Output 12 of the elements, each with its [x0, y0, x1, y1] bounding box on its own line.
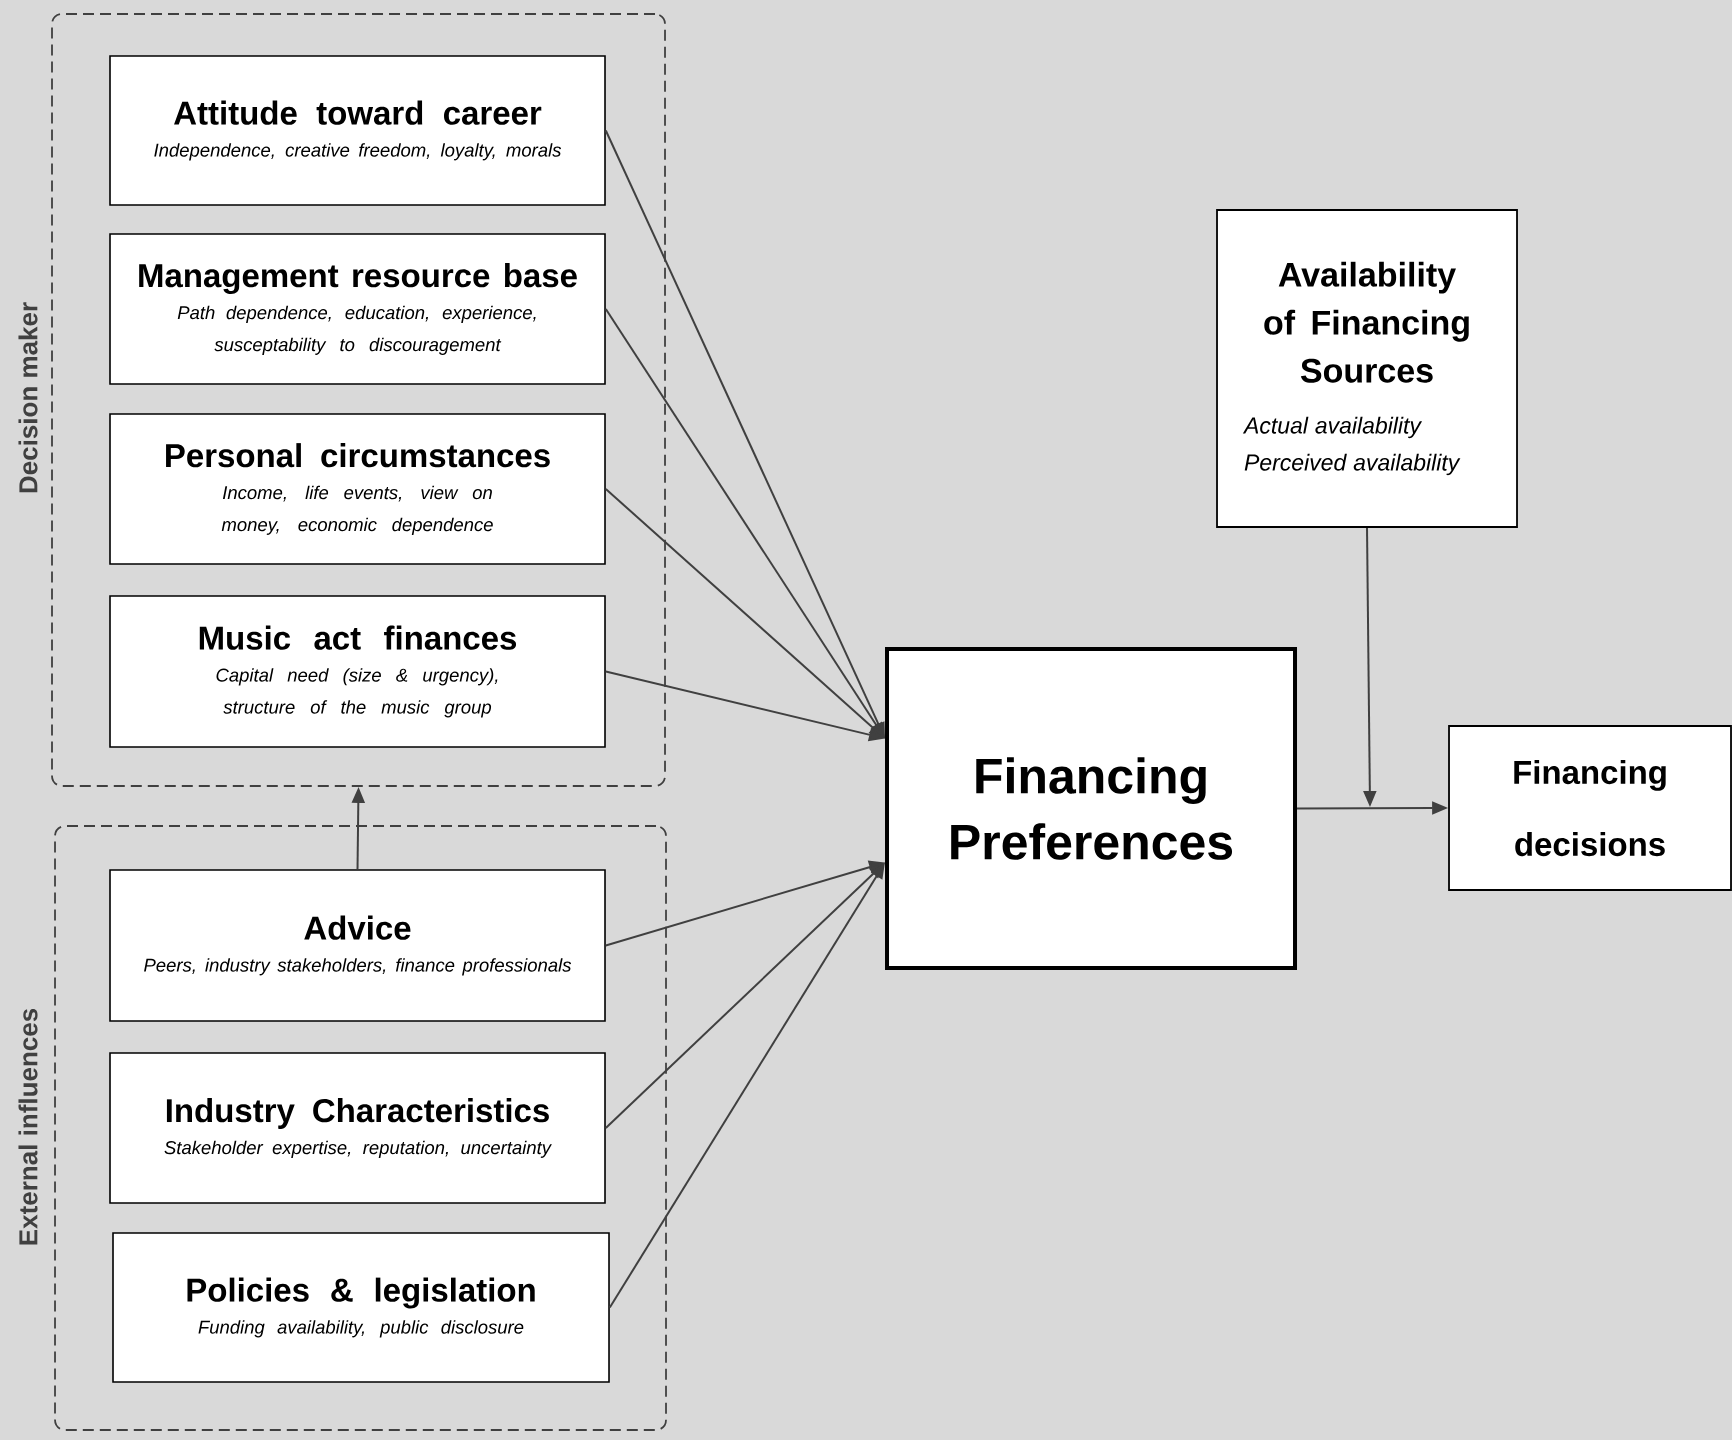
factor-box: Industry Characteristics Stakeholder expertise, reputation, uncertainty: [109, 1052, 606, 1204]
factor-box: Attitude toward career Independence, creative freedom, loyalty, morals: [109, 55, 606, 206]
factor-box: Music act finances Capital need (size & urgency), structure of the music group: [109, 595, 606, 748]
factor-box: Personal circumstances Income, life events, view on money, economic dependence: [109, 413, 606, 565]
central-box: Financing Preferences: [885, 647, 1297, 970]
outcome-box: Financing decisions: [1448, 725, 1732, 891]
factor-box: Availability of Financing Sources Actual availability Perceived availability: [1216, 209, 1518, 528]
group-label: Decision maker: [18, 302, 38, 493]
factor-box: Advice Peers, industry stakeholders, finance professionals: [109, 869, 606, 1022]
factor-box: Policies & legislation Funding availability, public disclosure: [112, 1232, 610, 1383]
group-label: External influences: [18, 1008, 38, 1245]
factor-box: Management resource base Path dependence, education, experience, susceptability to discouragement: [109, 233, 606, 385]
